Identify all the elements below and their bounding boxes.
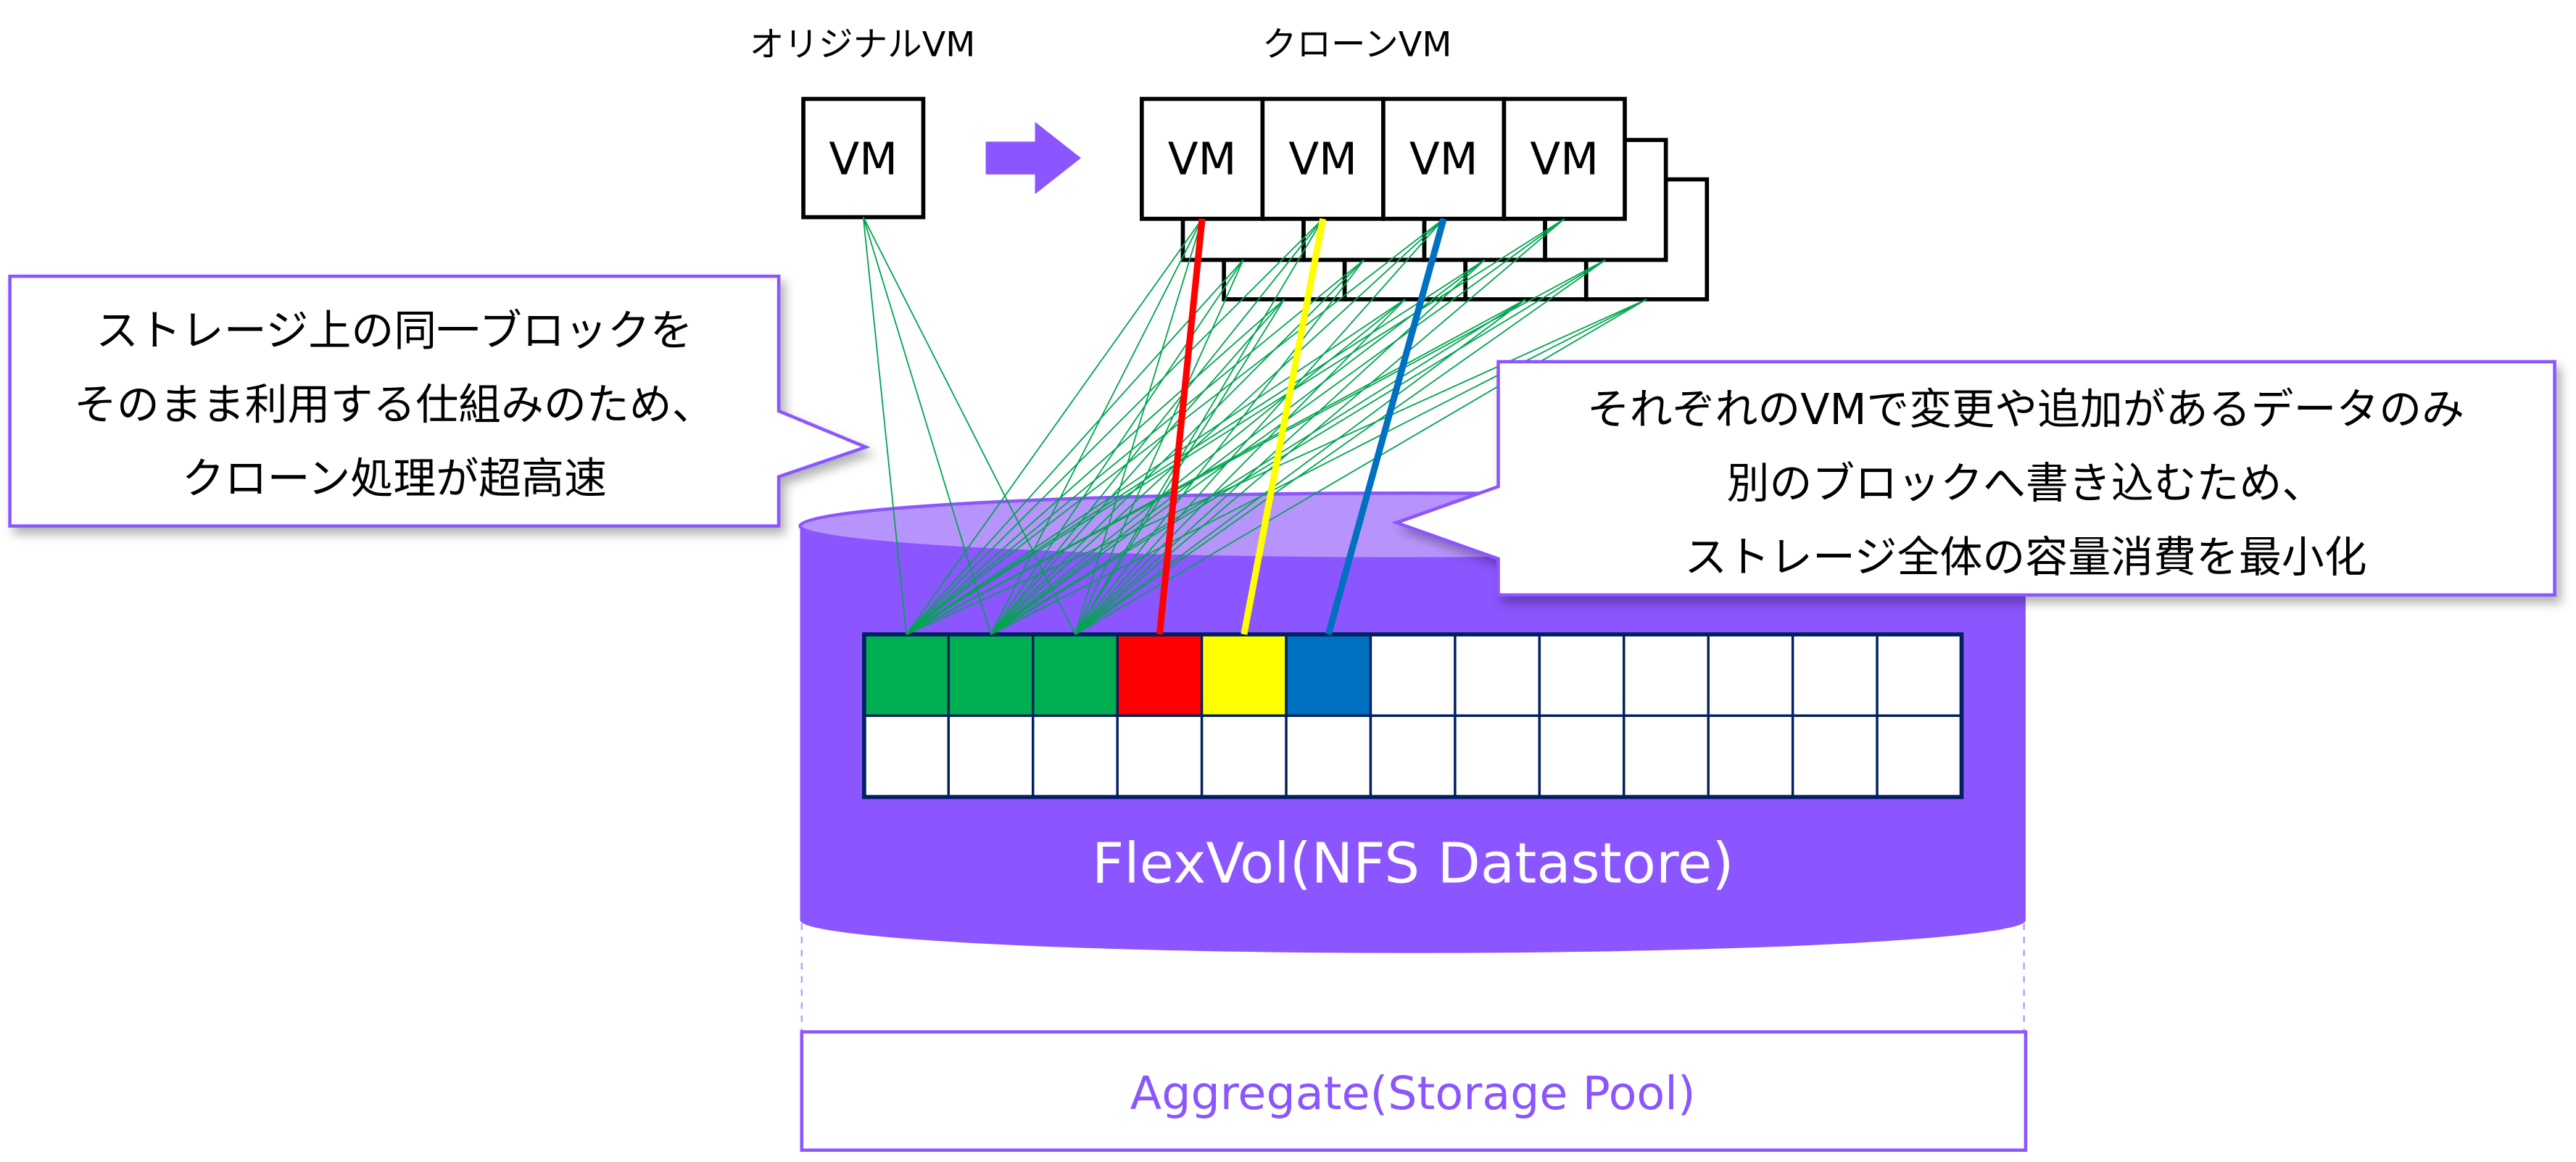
shared-block-link xyxy=(1074,299,1527,635)
block-shared xyxy=(947,633,1035,718)
block-empty xyxy=(1285,714,1372,799)
block-empty xyxy=(1200,714,1288,799)
shared-block-link xyxy=(862,217,1076,635)
block-empty xyxy=(1369,633,1457,718)
shared-block-link xyxy=(990,218,1444,635)
left-callout-line-3: クローン処理が超高速 xyxy=(182,453,607,503)
shared-block-link xyxy=(990,218,1203,635)
block-shared xyxy=(1032,633,1119,718)
shared-block-link xyxy=(1074,218,1324,635)
shared-block-link xyxy=(906,259,1364,635)
right-callout-line-2: 別のブロックへ書き込むため、 xyxy=(1727,458,2325,508)
shared-block-link xyxy=(990,218,1565,635)
aggregate-box: Aggregate(Storage Pool) xyxy=(800,1030,2028,1152)
original-vm: VM xyxy=(801,96,926,220)
flexvol-label: FlexVol(NFS Datastore) xyxy=(1092,831,1734,896)
block-empty xyxy=(1538,714,1625,799)
block-empty xyxy=(1369,714,1457,799)
block-empty xyxy=(1623,633,1710,718)
block-clone3 xyxy=(1285,633,1372,718)
shared-block-link xyxy=(906,218,1203,635)
left-callout-line-2: そのまま利用する仕組みのため、 xyxy=(74,379,715,429)
clone-vm-text: VM xyxy=(1530,134,1599,186)
original-vm-label: オリジナルVM xyxy=(750,25,976,65)
left-callout-line-1: ストレージ上の同一ブロックを xyxy=(96,305,693,355)
block-empty xyxy=(863,714,951,799)
clone-vm-box xyxy=(1260,96,1386,221)
block-empty xyxy=(1707,633,1794,718)
shared-block-link xyxy=(906,218,1324,635)
block-empty xyxy=(1116,714,1204,799)
block-clone2 xyxy=(1200,633,1288,718)
block-empty xyxy=(1454,714,1541,799)
shared-block-link xyxy=(906,299,1285,635)
clone-vm-box xyxy=(1502,96,1627,221)
shared-block-link xyxy=(1074,260,1244,635)
left-callout xyxy=(8,274,871,528)
block-empty xyxy=(1032,714,1119,799)
clone-vm-stack: VM VM VM VM xyxy=(1139,96,1710,302)
aggregate-label: Aggregate(Storage Pool) xyxy=(1130,1066,1696,1120)
block-empty xyxy=(1876,633,1963,718)
block-empty xyxy=(1876,714,1963,799)
block-clone1 xyxy=(1116,633,1204,718)
block-empty xyxy=(1791,714,1879,799)
right-callout-line-3: ストレージ全体の容量消費を最小化 xyxy=(1684,532,2366,582)
shared-block-link xyxy=(1074,299,1406,635)
block-empty xyxy=(1454,633,1541,718)
original-vm-text: VM xyxy=(829,134,898,186)
shared-block-link xyxy=(1074,218,1203,635)
block-empty xyxy=(1538,633,1625,718)
arrow-right-icon xyxy=(985,122,1081,194)
block-empty xyxy=(947,714,1035,799)
block-empty xyxy=(1791,633,1879,718)
shared-block-link xyxy=(990,218,1324,635)
unique-block-link-clone2 xyxy=(1241,218,1327,635)
clone-vm-label: クローンVM xyxy=(1262,25,1452,65)
shared-block-link xyxy=(906,259,1244,635)
block-grid xyxy=(862,632,1964,800)
shared-block-link xyxy=(1074,218,1444,635)
block-empty xyxy=(1707,714,1794,799)
block-shared xyxy=(863,633,951,718)
clone-vm-box xyxy=(1139,96,1265,221)
block-links xyxy=(862,217,1647,636)
shared-block-link xyxy=(1074,299,1647,635)
shared-block-link xyxy=(990,299,1406,635)
clone-vm-text: VM xyxy=(1168,134,1237,186)
right-callout xyxy=(1391,360,2556,597)
clone-vm-text: VM xyxy=(1409,134,1478,186)
shared-block-link xyxy=(990,260,1244,635)
shared-block-link xyxy=(1074,218,1565,635)
unique-block-link-clone3 xyxy=(1325,217,1447,636)
shared-block-link xyxy=(862,217,908,635)
clone-vm-text: VM xyxy=(1288,134,1357,186)
shared-block-link xyxy=(990,259,1486,635)
shared-block-link xyxy=(906,218,1444,635)
clone-vm-box xyxy=(1381,96,1507,221)
shared-block-link xyxy=(906,218,1565,635)
unique-block-link-clone1 xyxy=(1156,218,1206,635)
shared-block-link xyxy=(1074,259,1365,635)
right-callout-line-1: それぞれのVMで変更や追加があるデータのみ xyxy=(1587,384,2464,434)
block-grid-border xyxy=(862,632,1964,800)
shared-block-link xyxy=(990,299,1285,635)
block-empty xyxy=(1623,714,1710,799)
shared-block-link xyxy=(990,259,1606,635)
